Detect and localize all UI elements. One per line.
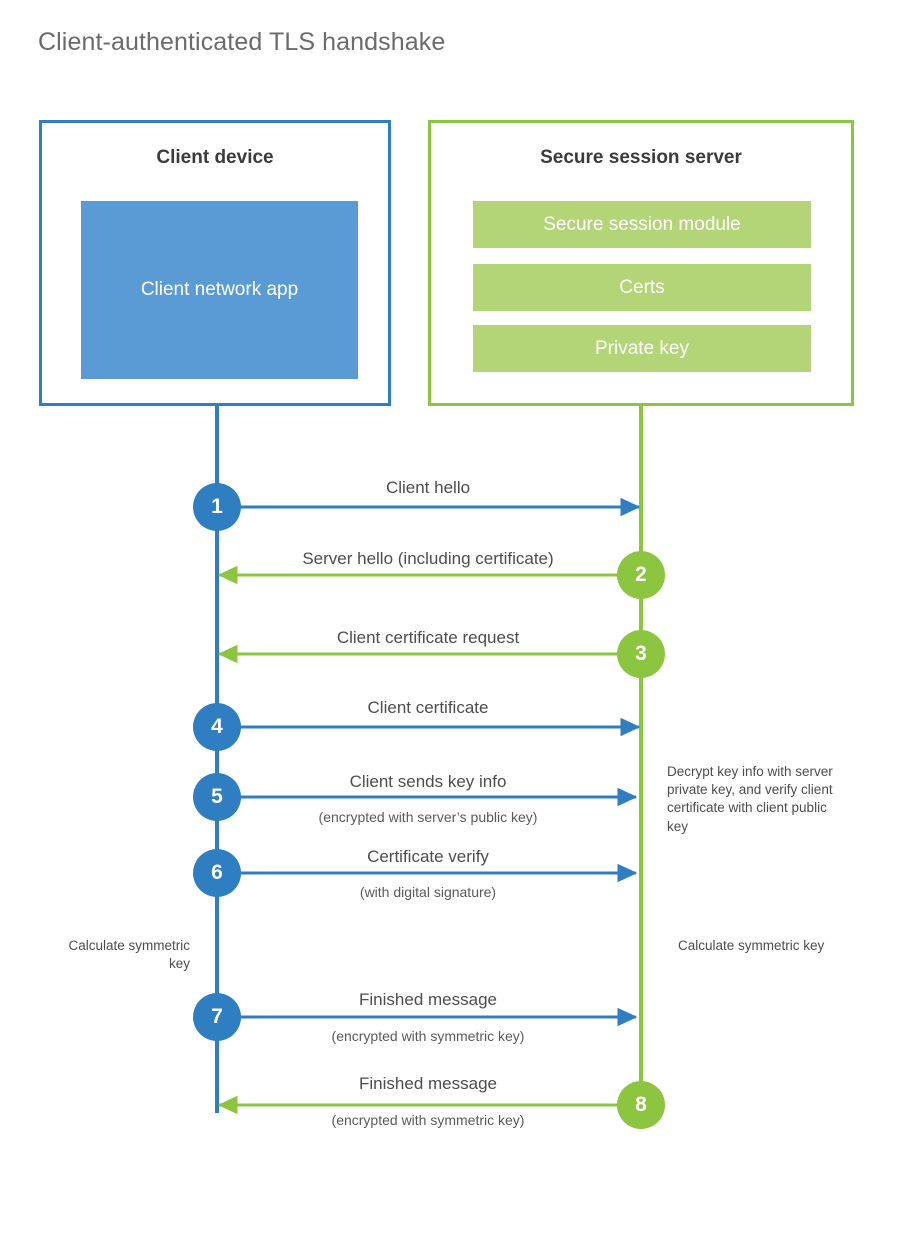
- server-block-secure-session-module: Secure session module: [473, 201, 811, 248]
- message-label-7: Finished message: [359, 990, 497, 1009]
- message-label-1: Client hello: [385, 478, 471, 497]
- note-calculate-symmetric-key-server: Calculate symmetric key: [678, 938, 825, 953]
- message-label-4: Client certificate: [367, 698, 489, 717]
- message-label-2: Server hello (including certificate): [302, 549, 554, 568]
- client-network-app-block: Client network app: [81, 201, 358, 379]
- note-calculate-symmetric-key-client: Calculate symmetric key: [68, 938, 190, 972]
- message-sublabel-5: (encrypted with server’s public key): [318, 809, 538, 825]
- message-label-6: Certificate verify: [367, 847, 489, 866]
- note-decrypt-key-info: Decrypt key info with server private key…: [667, 764, 833, 834]
- message-label-8: Finished message: [359, 1074, 497, 1093]
- step-circle-4[interactable]: 4: [193, 703, 241, 751]
- server-lifeline: [639, 406, 643, 1106]
- secure-session-server-box: Secure session server Secure session mod…: [428, 120, 854, 406]
- step-circle-8[interactable]: 8: [617, 1081, 665, 1129]
- step-circle-6[interactable]: 6: [193, 849, 241, 897]
- step-circle-1[interactable]: 1: [193, 483, 241, 531]
- step-circle-7[interactable]: 7: [193, 993, 241, 1041]
- message-sublabel-8: (encrypted with symmetric key): [331, 1112, 525, 1128]
- step-circle-3[interactable]: 3: [617, 630, 665, 678]
- step-circle-5[interactable]: 5: [193, 773, 241, 821]
- message-label-3: Client certificate request: [336, 628, 520, 647]
- message-label-5: Client sends key info: [349, 772, 507, 791]
- client-device-title: Client device: [156, 147, 274, 168]
- page-title: Client-authenticated TLS handshake: [38, 28, 446, 56]
- message-sublabel-7: (encrypted with symmetric key): [331, 1028, 525, 1044]
- secure-session-server-title: Secure session server: [540, 147, 742, 168]
- message-sublabel-6: (with digital signature): [359, 884, 497, 900]
- client-lifeline: [215, 406, 219, 1113]
- step-circle-2[interactable]: 2: [617, 551, 665, 599]
- client-device-box: Client device Client network app: [39, 120, 391, 406]
- server-block-private-key: Private key: [473, 325, 811, 372]
- server-block-certs: Certs: [473, 264, 811, 311]
